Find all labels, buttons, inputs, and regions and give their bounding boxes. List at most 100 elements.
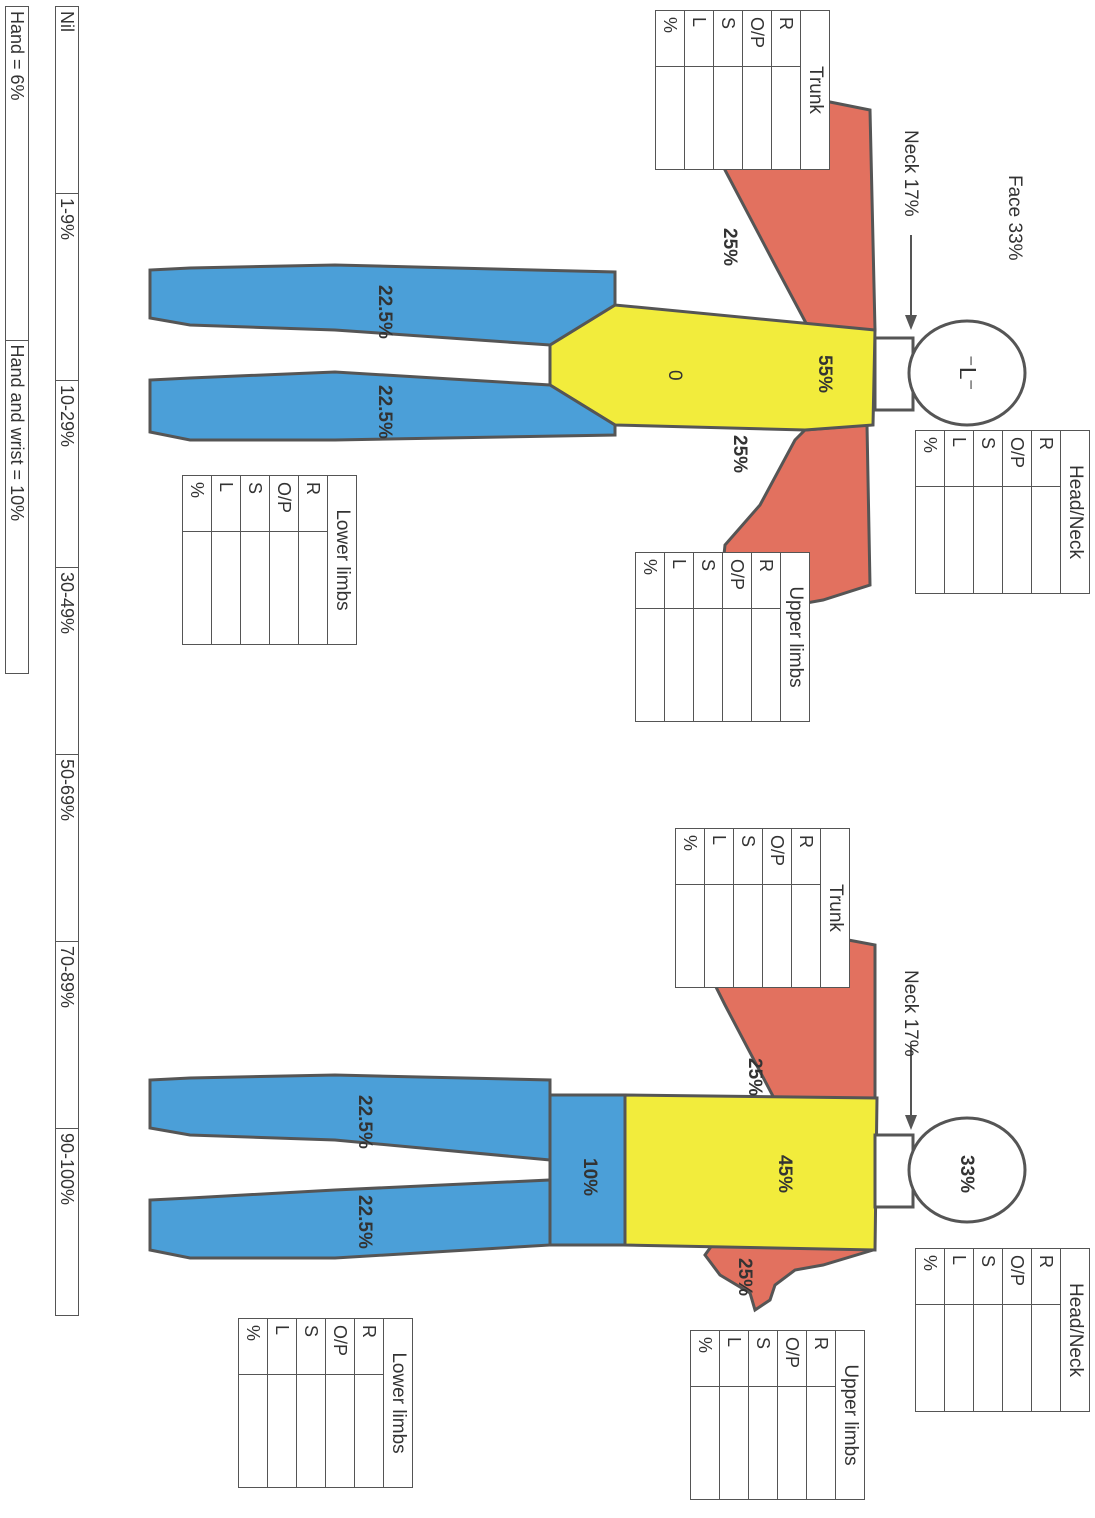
figure1-face-mark: ⁻ᒪ⁻ xyxy=(954,355,980,390)
input-cell[interactable] xyxy=(270,532,298,644)
input-cell[interactable] xyxy=(1032,1305,1060,1411)
input-cell[interactable] xyxy=(268,1375,296,1487)
input-cell[interactable] xyxy=(299,532,327,644)
table-row: S xyxy=(693,553,722,721)
figure2-right-leg-value: 22.5% xyxy=(353,1195,375,1249)
table-row: O/P xyxy=(777,1331,806,1499)
input-cell[interactable] xyxy=(665,609,693,721)
scale-cell[interactable]: 70-89% xyxy=(56,941,78,1128)
table-title: Lower limbs xyxy=(383,1319,412,1487)
scale-cell[interactable]: 90-100% xyxy=(56,1128,78,1315)
input-cell[interactable] xyxy=(752,609,780,721)
scale-cell[interactable]: 1-9% xyxy=(56,193,78,380)
table-row: O/P xyxy=(762,829,791,987)
table-row: % xyxy=(239,1319,267,1487)
figure2-head-value: 33% xyxy=(955,1155,977,1193)
table-title: Trunk xyxy=(800,11,829,169)
input-cell[interactable] xyxy=(241,532,269,644)
figure2-pelvis-value: 10% xyxy=(578,1158,600,1196)
table-row: O/P xyxy=(742,11,771,169)
table-row: % xyxy=(183,476,211,644)
input-cell[interactable] xyxy=(723,609,751,721)
table-row: R xyxy=(298,476,327,644)
table-row: % xyxy=(676,829,704,987)
figure1-genital-value: 0 xyxy=(663,370,685,381)
input-cell[interactable] xyxy=(763,885,791,987)
table-row: S xyxy=(733,829,762,987)
table-row: % xyxy=(636,553,664,721)
table-row: O/P xyxy=(722,553,751,721)
input-cell[interactable] xyxy=(749,1387,777,1499)
scale-cell[interactable]: 30-49% xyxy=(56,567,78,754)
figure1-trunk-table: Trunk R O/P S L % xyxy=(655,10,830,170)
table-row: R xyxy=(751,553,780,721)
hand-legend-cell: Hand = 6% xyxy=(6,7,28,340)
table-title: Upper limbs xyxy=(835,1331,864,1499)
input-cell[interactable] xyxy=(1003,1305,1031,1411)
scale-cell[interactable]: 10-29% xyxy=(56,380,78,567)
input-cell[interactable] xyxy=(297,1375,325,1487)
input-cell[interactable] xyxy=(974,1305,1002,1411)
figure2-left-leg-value: 22.5% xyxy=(353,1095,375,1149)
input-cell[interactable] xyxy=(212,532,240,644)
figure2-right-arm-value: 25% xyxy=(733,1258,755,1296)
input-cell[interactable] xyxy=(636,609,664,721)
input-cell[interactable] xyxy=(691,1387,719,1499)
input-cell[interactable] xyxy=(945,1305,973,1411)
input-cell[interactable] xyxy=(720,1387,748,1499)
input-cell[interactable] xyxy=(916,1305,944,1411)
input-cell[interactable] xyxy=(239,1375,267,1487)
table-row: S xyxy=(296,1319,325,1487)
input-cell[interactable] xyxy=(694,609,722,721)
input-cell[interactable] xyxy=(183,532,211,644)
table-row: % xyxy=(916,431,944,593)
input-cell[interactable] xyxy=(1032,487,1060,593)
input-cell[interactable] xyxy=(705,885,733,987)
input-cell[interactable] xyxy=(743,67,771,169)
table-row: L xyxy=(944,431,973,593)
figure2-trunk-value: 45% xyxy=(773,1155,795,1193)
figure2-trunk-table: Trunk R O/P S L % xyxy=(675,828,850,988)
input-cell[interactable] xyxy=(792,885,820,987)
figure2-left-leg xyxy=(150,1075,550,1160)
figure1-right-arm-value: 25% xyxy=(728,435,750,473)
input-cell[interactable] xyxy=(807,1387,835,1499)
input-cell[interactable] xyxy=(676,885,704,987)
scale-cell[interactable]: Nil xyxy=(56,7,78,193)
hand-legend-cell: Hand and wrist = 10% xyxy=(6,340,28,674)
input-cell[interactable] xyxy=(778,1387,806,1499)
scale-cell[interactable]: 50-69% xyxy=(56,754,78,941)
input-cell[interactable] xyxy=(974,487,1002,593)
table-row: S xyxy=(748,1331,777,1499)
severity-scale: Nil 1-9% 10-29% 30-49% 50-69% 70-89% 90-… xyxy=(55,6,79,1316)
table-row: R xyxy=(1031,431,1060,593)
figure1-left-leg-value: 22.5% xyxy=(373,285,395,339)
input-cell[interactable] xyxy=(714,67,742,169)
input-cell[interactable] xyxy=(916,487,944,593)
input-cell[interactable] xyxy=(355,1375,383,1487)
table-row: S xyxy=(973,1249,1002,1411)
input-cell[interactable] xyxy=(326,1375,354,1487)
input-cell[interactable] xyxy=(945,487,973,593)
table-title: Upper limbs xyxy=(780,553,809,721)
table-title: Lower limbs xyxy=(327,476,356,644)
table-row: R xyxy=(354,1319,383,1487)
input-cell[interactable] xyxy=(656,67,684,169)
input-cell[interactable] xyxy=(734,885,762,987)
table-row: O/P xyxy=(1002,1249,1031,1411)
figure2-trunk xyxy=(625,1095,877,1250)
figure1-neck-arrowhead xyxy=(905,315,917,330)
table-row: L xyxy=(684,11,713,169)
table-row: L xyxy=(719,1331,748,1499)
figure2-left-arm-value: 25% xyxy=(743,1058,765,1096)
input-cell[interactable] xyxy=(772,67,800,169)
figure1-trunk-value: 55% xyxy=(813,355,835,393)
input-cell[interactable] xyxy=(685,67,713,169)
table-row: R xyxy=(806,1331,835,1499)
input-cell[interactable] xyxy=(1003,487,1031,593)
figure1-neck-label: Neck 17% xyxy=(899,130,921,217)
table-title: Head/Neck xyxy=(1060,1249,1089,1411)
figure1-head-neck-table: Head/Neck R O/P S L % xyxy=(915,430,1090,594)
figure1-left-arm-value: 25% xyxy=(718,228,740,266)
table-row: L xyxy=(704,829,733,987)
